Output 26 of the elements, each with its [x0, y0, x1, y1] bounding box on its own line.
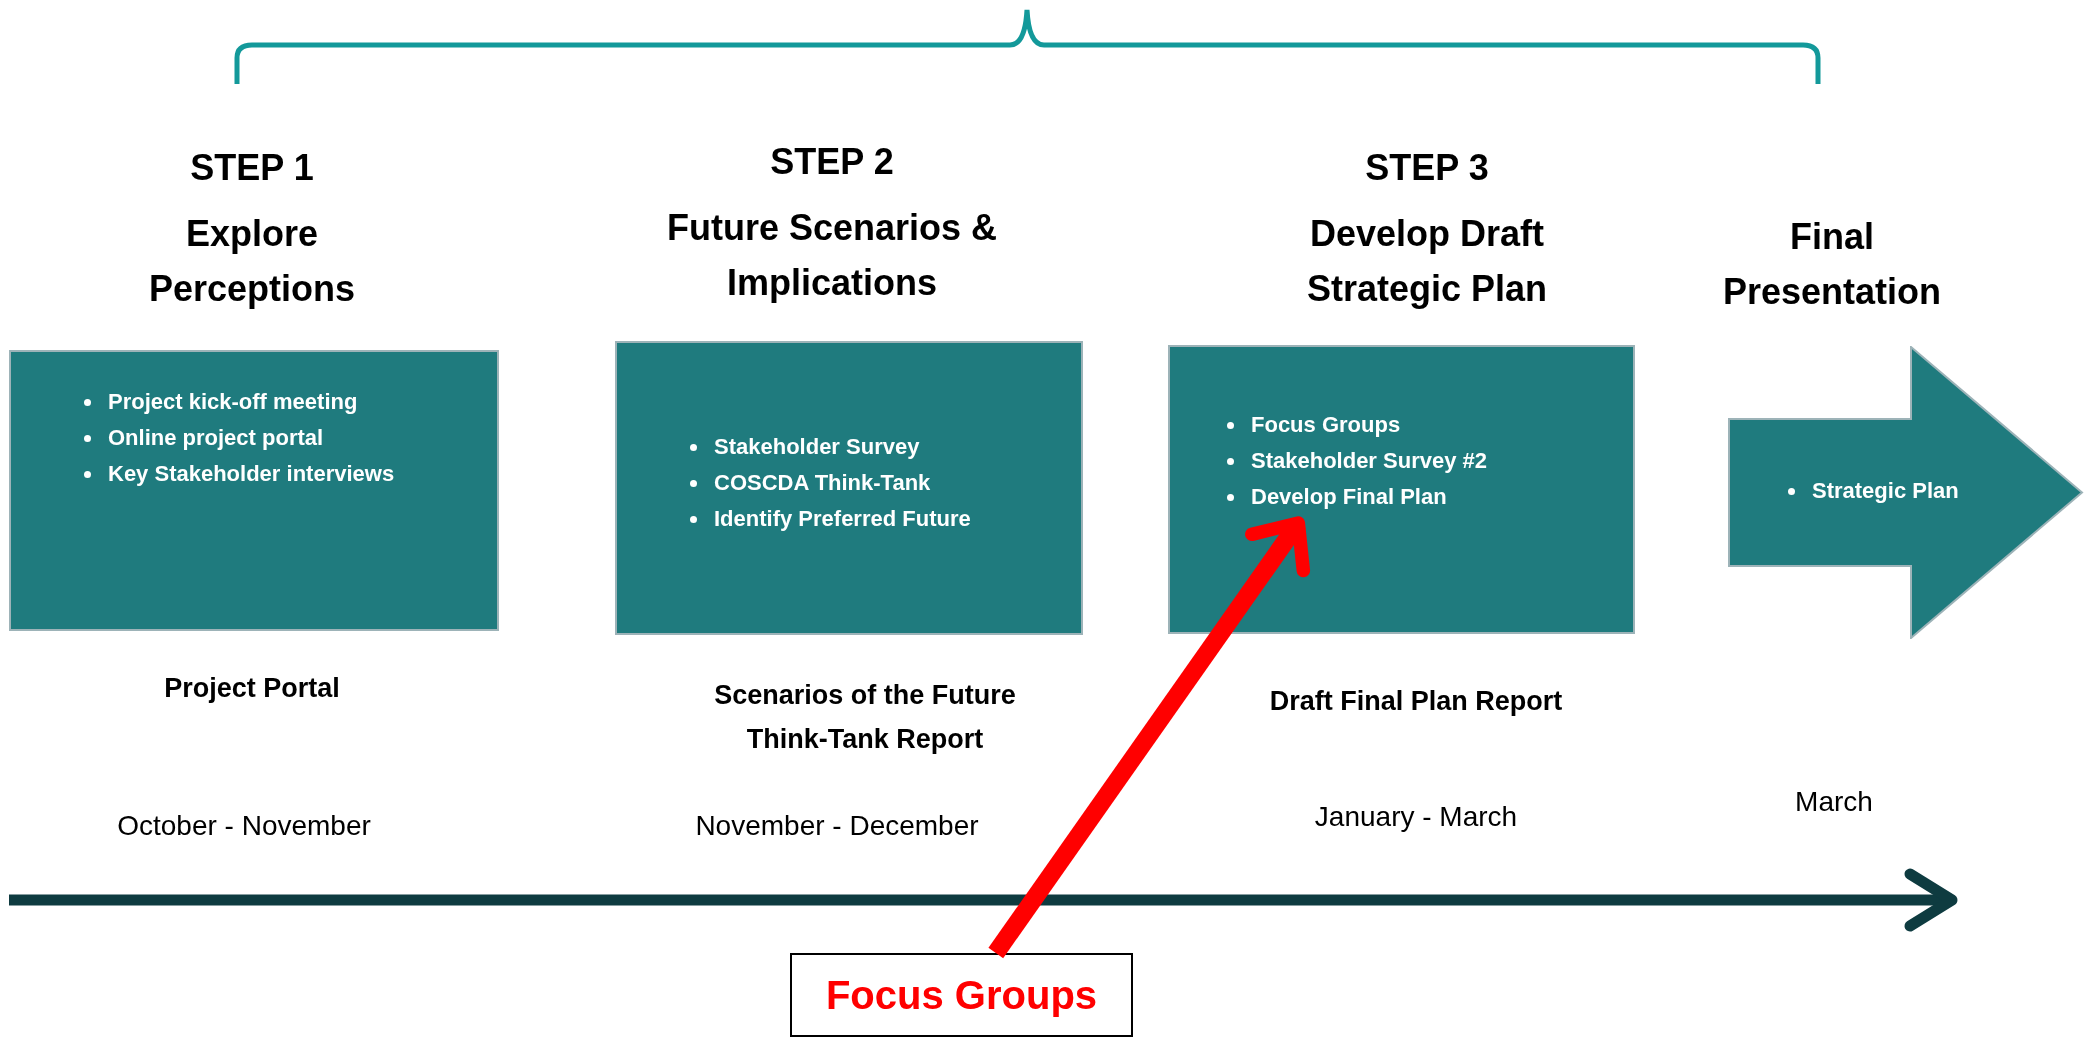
date-label: October - November [116, 809, 372, 843]
callout-text: Focus Groups [824, 973, 1099, 1018]
callout-box [790, 953, 1133, 1037]
step-title: Develop Draft Strategic Plan [1305, 212, 1549, 311]
bullet-item: Online project portal [108, 425, 324, 450]
date-label: January - March [1313, 800, 1519, 834]
bullet-item: Identify Preferred Future [714, 506, 971, 531]
step-label: STEP 2 [769, 140, 895, 184]
bullet-item: Stakeholder Survey #2 [1251, 448, 1487, 473]
bullet-item: Key Stakeholder interviews [108, 461, 395, 486]
date-label: March [1794, 785, 1874, 819]
step-label: STEP 1 [189, 146, 315, 190]
date-label: November - December [694, 809, 980, 843]
deliverable-label: Draft Final Plan Report [1268, 685, 1564, 718]
bullet-item: Focus Groups [1251, 412, 1401, 437]
deliverable-label: Scenarios of the Future Think-Tank Report [713, 679, 1017, 756]
step-title: Future Scenarios & Implications [665, 206, 999, 305]
step-title: Explore Perceptions [147, 212, 357, 311]
step-label: STEP 3 [1364, 146, 1490, 190]
step-title: Final Presentation [1721, 215, 1943, 314]
bullet-item: Stakeholder Survey [714, 434, 920, 459]
bullet-item: Strategic Plan [1812, 478, 1959, 503]
bullet-item: COSCDA Think-Tank [714, 470, 931, 495]
bullet-item: Develop Final Plan [1251, 484, 1447, 509]
bullet-item: Project kick-off meeting [108, 389, 358, 414]
deliverable-label: Project Portal [163, 672, 341, 705]
